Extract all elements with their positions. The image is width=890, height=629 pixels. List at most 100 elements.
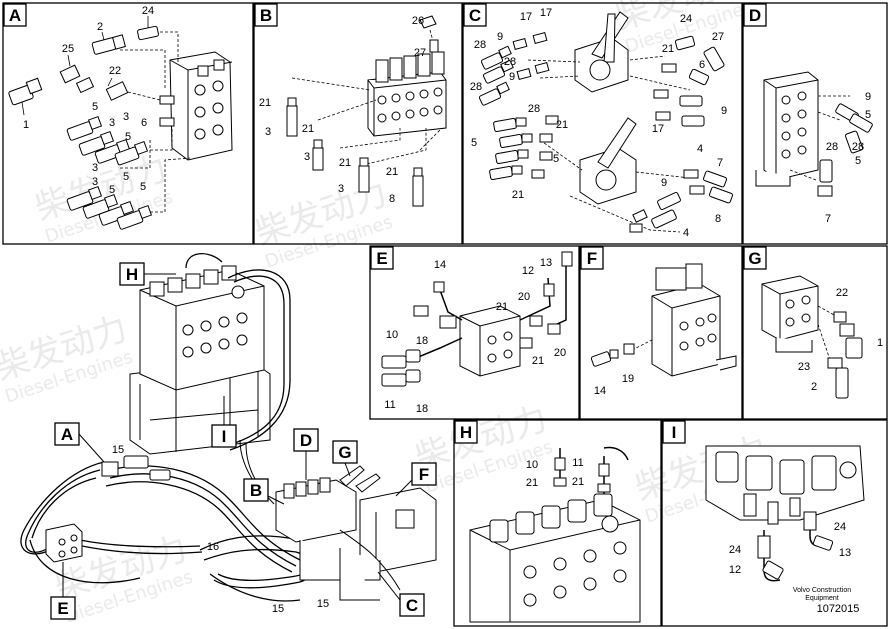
part-number: 22	[836, 287, 848, 299]
part-number: 14	[434, 259, 446, 271]
part-number: 17	[540, 7, 552, 19]
panel-c-part-labels: 17 17 9 28 9 28 28 28 24 27 21 6 5 9 17 …	[470, 7, 727, 239]
part-number: 22	[109, 65, 121, 77]
svg-text:B: B	[260, 6, 272, 25]
panel-d-letter: D	[743, 3, 767, 27]
pilot-valve-upper	[574, 11, 629, 93]
panel-a-frame	[2, 2, 254, 245]
panel-d-drawing	[755, 71, 873, 197]
svg-text:H: H	[126, 265, 138, 284]
solenoid-valve	[651, 263, 737, 377]
svg-text:A: A	[9, 6, 21, 25]
part-number: 28	[826, 141, 838, 153]
panel-g-frame	[742, 245, 888, 420]
part-number: 26	[412, 15, 424, 27]
part-number: 9	[865, 91, 871, 103]
part-number: 4	[683, 227, 689, 239]
part-number: 28	[470, 81, 482, 93]
panel-i-letter: I	[662, 420, 686, 444]
part-number: 5	[471, 137, 477, 149]
part-number: 3	[109, 117, 115, 129]
part-number: 20	[554, 347, 566, 359]
part-number: 11	[572, 457, 583, 469]
panel-e-drawing	[381, 251, 573, 387]
part-number: 28	[528, 103, 540, 115]
panel-h-drawing	[469, 446, 641, 623]
part-number: 5	[140, 181, 146, 193]
hose-bundle-top	[185, 253, 291, 451]
part-number: 18	[416, 403, 428, 415]
part-number: 21	[526, 477, 538, 489]
panel-b-part-labels: 26 27 21 3 21 3 21 3 21 8	[259, 15, 426, 205]
fittings	[286, 15, 439, 207]
part-number: 3	[304, 151, 310, 163]
callout-a: A	[54, 422, 105, 463]
panel-b-drawing	[286, 15, 447, 207]
part-number: 9	[721, 105, 727, 117]
panel-a-ticks	[21, 16, 149, 116]
panel-c-frame	[462, 2, 743, 245]
callout-b: B	[243, 478, 285, 505]
part-number: 11	[384, 399, 395, 411]
valve-manifold	[755, 71, 819, 187]
panel-h-letter: H	[454, 420, 478, 444]
pipes	[559, 446, 629, 494]
part-number: 5	[92, 101, 98, 113]
part-number: 8	[715, 213, 721, 225]
valve-block	[761, 275, 819, 353]
svg-text:F: F	[587, 249, 597, 268]
part-number: 3	[265, 126, 271, 138]
part-number: 10	[526, 459, 538, 471]
fittings	[590, 343, 635, 367]
svg-text:C: C	[406, 596, 418, 615]
svg-text:I: I	[672, 423, 677, 442]
callout-f: F	[395, 462, 437, 497]
callout-c: C	[377, 571, 425, 617]
panel-e-part-labels: 14 13 12 20 21 10 18 21 20 11 18	[384, 257, 566, 415]
panel-a-drawing	[8, 16, 233, 230]
credit-line-1: Volvo Construction	[793, 587, 851, 594]
part-number: 2	[97, 21, 103, 33]
pump-fittings-left	[101, 455, 171, 481]
part-number: 21	[556, 119, 568, 131]
part-number: 28	[852, 141, 864, 153]
part-number: 21	[302, 123, 314, 135]
part-number: 20	[518, 291, 530, 303]
document-number: 1072015	[817, 603, 860, 615]
svg-text:H: H	[460, 423, 472, 442]
svg-text:A: A	[61, 425, 73, 444]
part-number: 24	[834, 521, 846, 533]
svg-text:D: D	[300, 431, 312, 450]
part-number: 5	[109, 184, 115, 196]
part-number: 1	[877, 337, 883, 349]
part-number: 12	[729, 564, 741, 576]
part-number: 21	[386, 166, 398, 178]
part-number: 10	[386, 329, 398, 341]
part-number: 1	[23, 119, 29, 131]
callout-d: D	[293, 428, 319, 480]
overview-callouts: H I A D G B F	[50, 262, 437, 620]
panel-a-leaders	[120, 31, 191, 213]
panel-f-drawing	[590, 263, 737, 377]
valve-underside	[705, 445, 865, 525]
part-number: 12	[522, 265, 534, 277]
fittings	[827, 311, 863, 399]
part-number: 25	[62, 43, 74, 55]
valve-block	[159, 51, 233, 161]
panel-a-letter: A	[3, 3, 27, 27]
fittings	[817, 103, 873, 197]
part-number: 4	[697, 143, 703, 155]
part-number: 21	[259, 97, 271, 109]
part-number: 23	[798, 361, 810, 373]
panel-h-part-labels: 10 11 21 21	[526, 457, 584, 489]
part-number: 5	[855, 155, 861, 167]
panel-f-part-labels: 14 19	[594, 373, 634, 397]
callout-g: G	[332, 440, 358, 477]
fittings	[8, 25, 159, 230]
left-block	[45, 523, 83, 563]
part-number: 5	[125, 131, 131, 143]
part-number: 21	[662, 43, 674, 55]
right-valve-group	[275, 465, 437, 601]
